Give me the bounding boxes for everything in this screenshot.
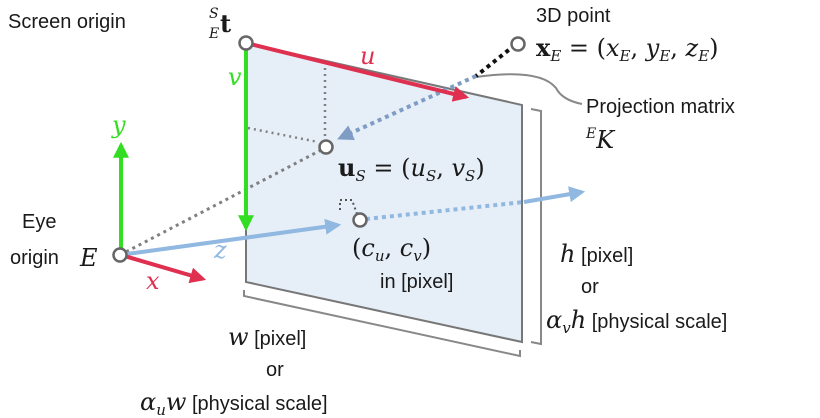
screen-point-us (318, 139, 334, 155)
width-bracket (243, 290, 521, 358)
image-plane (245, 41, 523, 344)
u-axis-label: u (360, 42, 375, 70)
eye-origin-point (112, 247, 128, 263)
screen-origin-sub: E (208, 26, 219, 42)
principal-point-equation: (cu, cv) (352, 234, 431, 265)
point-title: 3D point (536, 5, 611, 27)
y-axis-label: y (111, 111, 126, 139)
height-bracket (530, 108, 542, 346)
eye-label: Eye (22, 211, 56, 233)
screen-origin-label: Screen origin (8, 11, 126, 33)
us-equation: uS = (uS, vS) (338, 153, 485, 185)
principal-point-unit: in [pixel] (380, 271, 453, 293)
right-angle-mark (339, 199, 358, 215)
width-physical-label: αuw [physical scale] (140, 388, 328, 418)
origin-label: origin (10, 247, 59, 269)
v-axis-label: v (228, 63, 242, 91)
principal-point (352, 212, 368, 228)
height-or: or (581, 276, 599, 298)
z-axis-label: z (213, 236, 227, 264)
width-or: or (266, 359, 284, 381)
projection-line-from-point (474, 43, 517, 78)
z-axis-arrow (119, 218, 342, 257)
width-pixel-label: w [pixel] (228, 323, 306, 351)
point-equation: xE = (xE, yE, zE) (536, 33, 719, 65)
3d-point (510, 36, 526, 52)
screen-origin-symbol: t (220, 9, 231, 38)
x-axis-arrow (120, 253, 207, 284)
height-physical-label: αvh [physical scale] (546, 306, 727, 337)
screen-origin-sup: S (209, 6, 219, 22)
projection-symbol: EK (585, 126, 616, 154)
screen-origin-point (238, 35, 254, 51)
projection-brace (475, 73, 583, 105)
projection-label: Projection matrix (586, 96, 735, 118)
x-axis-label: x (146, 267, 160, 295)
height-pixel-label: h [pixel] (560, 240, 633, 268)
eye-symbol: E (79, 244, 98, 272)
optical-axis-dots (365, 200, 525, 221)
optical-axis-exit-arrow (523, 186, 586, 204)
u-axis-arrow (245, 41, 470, 102)
